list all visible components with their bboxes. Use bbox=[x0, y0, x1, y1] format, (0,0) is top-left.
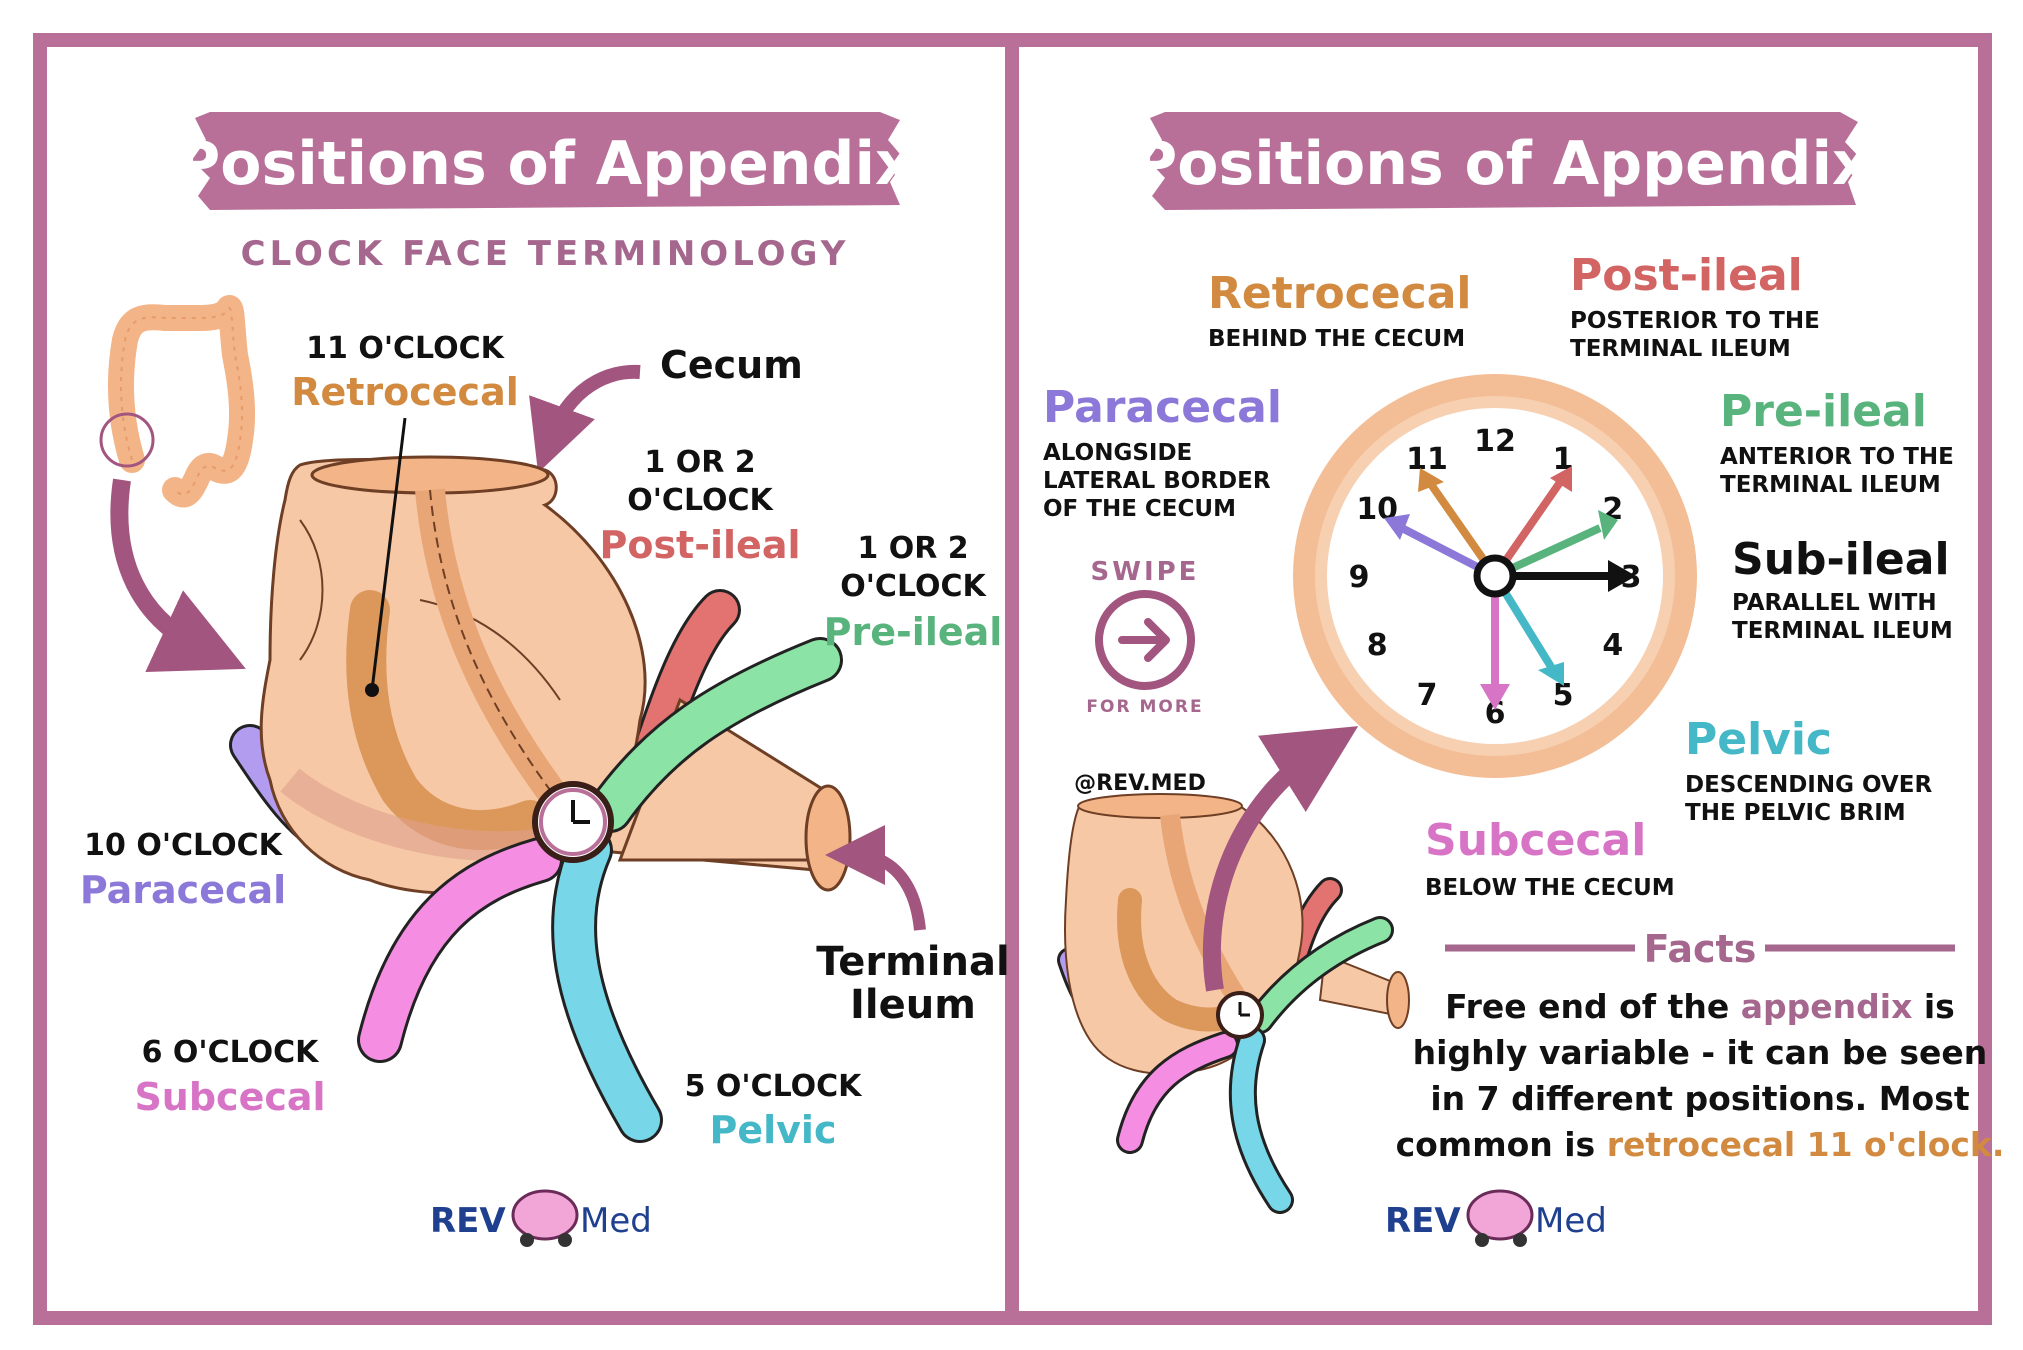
label-retrocecal: Retrocecal bbox=[291, 370, 519, 414]
terminal-ileum-arrow bbox=[825, 825, 926, 931]
left-labels: 11 O'CLOCK Retrocecal 1 OR 2 O'CLOCK Pos… bbox=[80, 331, 1010, 1152]
right-brand-logo: REV Med bbox=[1385, 1189, 1607, 1247]
left-subtitle: CLOCK FACE TERMINOLOGY bbox=[241, 234, 850, 274]
r-pelvic: Pelvic bbox=[1685, 714, 1832, 765]
r-sub-ileal: Sub-ileal bbox=[1732, 534, 1950, 585]
outer-frame bbox=[33, 33, 1992, 1325]
label-6-oclock: 6 O'CLOCK bbox=[142, 1035, 321, 1070]
swipe-sub-label: FOR MORE bbox=[1086, 697, 1203, 717]
label-subcecal: Subcecal bbox=[134, 1075, 325, 1119]
left-title-banner: Positions of Appendix bbox=[176, 112, 914, 210]
r-post-ileal-desc-2: TERMINAL ILEUM bbox=[1570, 336, 1791, 362]
clock-face bbox=[1293, 374, 1697, 778]
r-retrocecal-desc: BEHIND THE CECUM bbox=[1208, 326, 1465, 352]
r-subcecal-desc: BELOW THE CECUM bbox=[1425, 875, 1675, 901]
clock-number-11: 11 bbox=[1406, 442, 1448, 477]
r-post-ileal-desc-1: POSTERIOR TO THE bbox=[1570, 308, 1820, 334]
right-title-banner: Positions of Appendix bbox=[1133, 112, 1871, 210]
label-pre-ileal-clock-1: 1 OR 2 bbox=[857, 531, 968, 566]
r-retrocecal: Retrocecal bbox=[1208, 268, 1471, 319]
right-cecum-illustration bbox=[1057, 793, 1410, 1214]
r-sub-ileal-desc-1: PARALLEL WITH bbox=[1732, 590, 1937, 616]
clock-number-7: 7 bbox=[1417, 678, 1438, 713]
label-post-ileal-clock-2: O'CLOCK bbox=[627, 483, 774, 518]
right-title: Positions of Appendix bbox=[1133, 129, 1870, 199]
label-paracecal: Paracecal bbox=[80, 868, 286, 912]
left-brand-logo: REV Med bbox=[430, 1189, 652, 1247]
clock-number-12: 12 bbox=[1474, 424, 1516, 459]
tube-retrocecal bbox=[346, 590, 550, 850]
r-paracecal-desc-3: OF THE CECUM bbox=[1043, 496, 1236, 522]
clock-numbers: 121234567891011 bbox=[1349, 424, 1642, 731]
clock-number-8: 8 bbox=[1367, 628, 1388, 663]
r-paracecal-desc-2: LATERAL BORDER bbox=[1043, 468, 1271, 494]
label-pre-ileal-clock-2: O'CLOCK bbox=[840, 569, 987, 604]
label-5-oclock: 5 O'CLOCK bbox=[685, 1069, 864, 1104]
clock-number-4: 4 bbox=[1602, 628, 1623, 663]
brand-med-left: Med bbox=[580, 1201, 652, 1241]
facts-line-2: highly variable - it can be seen bbox=[1413, 1033, 1988, 1072]
cecum-label: Cecum bbox=[660, 343, 803, 387]
left-appendix-front bbox=[357, 637, 843, 1143]
clock-hands bbox=[1384, 466, 1636, 710]
label-post-ileal-clock-1: 1 OR 2 bbox=[644, 445, 755, 480]
r-pre-ileal-desc-2: TERMINAL ILEUM bbox=[1720, 472, 1941, 498]
label-post-ileal: Post-ileal bbox=[599, 523, 800, 567]
label-pelvic: Pelvic bbox=[710, 1108, 837, 1152]
clock-number-9: 9 bbox=[1349, 560, 1370, 595]
swipe-arrow-icon bbox=[1095, 590, 1195, 690]
r-pelvic-desc-1: DESCENDING OVER bbox=[1685, 772, 1932, 798]
r-subcecal: Subcecal bbox=[1425, 815, 1646, 866]
label-10-oclock: 10 O'CLOCK bbox=[84, 828, 283, 863]
swipe-for-more[interactable]: SWIPE FOR MORE bbox=[1086, 557, 1203, 717]
retrocecal-pointer bbox=[370, 417, 407, 691]
facts-line-1: Free end of the appendix is bbox=[1445, 987, 1955, 1026]
r-sub-ileal-desc-2: TERMINAL ILEUM bbox=[1732, 618, 1953, 644]
facts-heading: Facts bbox=[1644, 927, 1757, 971]
label-terminal: Terminal bbox=[816, 939, 1009, 985]
r-pre-ileal: Pre-ileal bbox=[1720, 386, 1927, 437]
brand-med-right: Med bbox=[1535, 1201, 1607, 1241]
facts-line-4: common is retrocecal 11 o'clock. bbox=[1396, 1125, 2005, 1164]
brand-rev-right: REV bbox=[1385, 1201, 1461, 1241]
r-pre-ileal-desc-1: ANTERIOR TO THE bbox=[1720, 444, 1954, 470]
brand-rev-left: REV bbox=[430, 1201, 506, 1241]
label-ileum: Ileum bbox=[850, 982, 976, 1028]
cecum-arrow bbox=[529, 364, 641, 473]
left-title: Positions of Appendix bbox=[176, 129, 913, 199]
rev-med-handle: @REV.MED bbox=[1074, 771, 1206, 796]
brain-car-icon bbox=[511, 1189, 579, 1247]
r-pelvic-desc-2: THE PELVIC BRIM bbox=[1685, 800, 1906, 826]
facts-box: Facts Free end of the appendix is highly… bbox=[1396, 927, 2005, 1164]
colon-pointer-arrow bbox=[110, 478, 246, 672]
swipe-label: SWIPE bbox=[1091, 557, 1200, 587]
clock-number-6: 6 bbox=[1485, 696, 1506, 731]
r-post-ileal: Post-ileal bbox=[1570, 250, 1803, 301]
r-paracecal-desc-1: ALONGSIDE bbox=[1043, 440, 1192, 466]
label-11-oclock: 11 O'CLOCK bbox=[306, 331, 505, 366]
r-paracecal: Paracecal bbox=[1043, 382, 1282, 433]
up-arrow-to-clock bbox=[1203, 726, 1359, 992]
label-pre-ileal: Pre-ileal bbox=[824, 610, 1003, 654]
brain-car-icon bbox=[1466, 1189, 1534, 1247]
right-position-labels: Retrocecal BEHIND THE CECUM Post-ileal P… bbox=[1043, 250, 1954, 901]
facts-line-3: in 7 different positions. Most bbox=[1430, 1079, 1970, 1118]
clock-number-5: 5 bbox=[1553, 678, 1574, 713]
colon-illustration bbox=[99, 295, 256, 508]
